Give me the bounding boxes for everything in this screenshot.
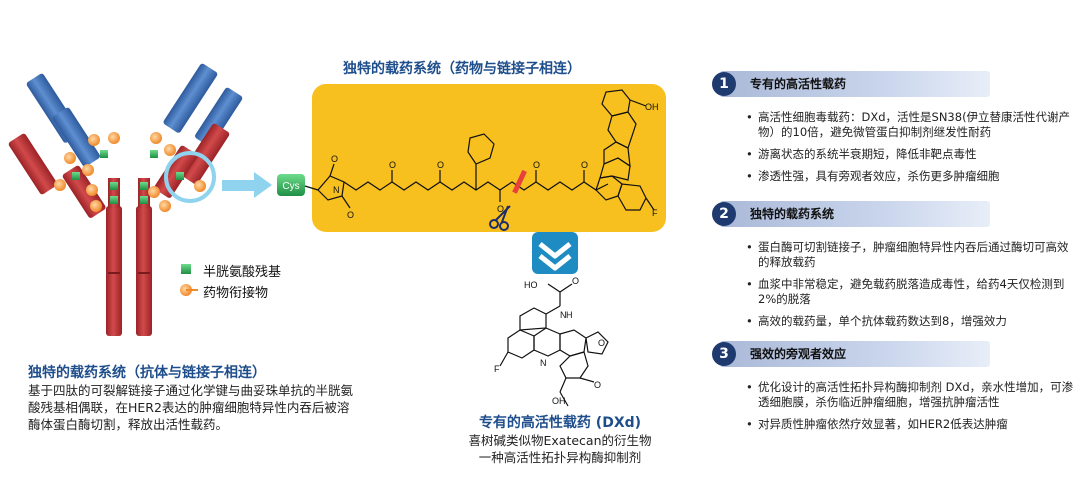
section-1-title: 专有的高活性载药 — [720, 71, 990, 97]
linker-structure — [304, 89, 655, 211]
light-chain-left-inner — [52, 107, 100, 167]
section-3-bullet-1: 优化设计的高活性拓扑异构酶抑制剂 DXd，亲水性增加，可渗透细胞膜，杀伤临近肿瘤… — [746, 380, 1076, 410]
section-2-bullets: 蛋白酶可切割链接子，肿瘤细胞特异性内吞后通过酶切可高效的释放载药 血浆中非常稳定… — [744, 240, 1076, 336]
section-1-bullets: 高活性细胞毒载药：DXd，活性是SN38(伊立替康活性代谢产物）的10倍，避免微… — [744, 110, 1076, 191]
chem-label-o6: O — [533, 160, 540, 170]
chem-label-o1: O — [331, 154, 338, 164]
dxd-label-n2: N — [540, 358, 547, 368]
dxd-label-o1: O — [572, 276, 579, 286]
heavy-chain-stem-right — [136, 206, 152, 336]
dxd-structure — [499, 283, 609, 407]
section-1-badge: 1 — [712, 72, 736, 96]
feature-section-2: 独特的载药系统 2 蛋白酶可切割链接子，肿瘤细胞特异性内吞后通过酶切可高效的释放… — [712, 200, 1069, 340]
light-chain-right-outer — [163, 63, 218, 133]
chem-label-o5: O — [497, 204, 504, 214]
heavy-chain-arm-right-outer — [180, 123, 230, 185]
chem-label-o7: O — [581, 160, 588, 170]
dxd-label-o2: O — [598, 338, 605, 348]
chem-label-oh: OH — [645, 102, 659, 112]
section-2-bullet-1: 蛋白酶可切割链接子，肿瘤细胞特异性内吞后通过酶切可高效的释放载药 — [746, 240, 1076, 270]
antibody-illustration — [8, 63, 243, 336]
left-caption-line-2: 酸残基相偶联，在HER2表达的肿瘤细胞特异性内吞后被溶 — [28, 400, 350, 415]
section-1-bullet-3: 渗透性强，具有旁观者效应，杀伤更多肿瘤细胞 — [746, 169, 1076, 184]
arrow-to-linker — [222, 172, 272, 198]
legend-payload-label: 药物衔接物 — [203, 286, 269, 301]
dxd-label-f: F — [494, 364, 500, 374]
top-title: 独特的载药系统（药物与链接子相连） — [343, 61, 581, 77]
payload-caption-line-1: 喜树碱类似物Exatecan的衍生物 — [468, 433, 652, 448]
left-caption: 独特的载药系统（抗体与链接子相连） 基于四肽的可裂解链接子通过化学键与曲妥珠单抗… — [28, 362, 428, 433]
section-3-bullet-2: 对异质性肿瘤依然疗效显著，如HER2低表达肿瘤 — [746, 417, 1076, 432]
section-2-bullet-3: 高效的载药量，单个抗体载药数达到8，增强效力 — [746, 314, 1076, 329]
light-chain-right-inner — [195, 87, 243, 147]
feature-panel: 专有的高活性载药 1 高活性细胞毒载药：DXd，活性是SN38(伊立替康活性代谢… — [712, 70, 1073, 465]
dxd-label-ho: HO — [524, 280, 538, 290]
legend-cysteine-label: 半胱氨酸残基 — [203, 265, 282, 280]
cys-box — [277, 174, 305, 196]
scissors-icon — [489, 205, 511, 231]
section-1-bullet-2: 游离状态的系统半衰期短，降低非靶点毒性 — [746, 147, 1076, 162]
payload-caption: 专有的高活性载药 (DXd) 喜树碱类似物Exatecan的衍生物 一种高活性拓… — [440, 412, 680, 466]
chem-label-n1: N — [333, 185, 340, 195]
dxd-label-o3: O — [594, 380, 601, 390]
cys-label: Cys — [282, 181, 299, 192]
section-2-title: 独特的载药系统 — [720, 201, 990, 227]
section-2-bullet-2: 血浆中非常稳定，避免载药脱落造成毒性，给药4天仅检测到2%的脱落 — [746, 277, 1076, 307]
heavy-chain-arm-left-outer — [8, 133, 58, 195]
payload-caption-line-2: 一种高活性拓扑异构酶抑制剂 — [478, 450, 642, 465]
payload-caption-title: 专有的高活性载药 (DXd) — [478, 415, 642, 431]
left-caption-line-1: 基于四肽的可裂解链接子通过化学键与曲妥珠单抗的半胱氨 — [28, 383, 354, 398]
dxd-label-oh: OH — [552, 396, 566, 406]
heavy-chain-arm-right-inner — [154, 145, 198, 198]
cysteine-residue-markers — [72, 150, 184, 204]
chem-label-o4: O — [437, 160, 444, 170]
section-2-badge: 2 — [712, 202, 736, 226]
highlight-circle — [164, 151, 216, 203]
feature-section-3: 强效的旁观者效应 3 优化设计的高活性拓扑异构酶抑制剂 DXd，亲水性增加，可渗… — [712, 340, 1073, 465]
chevron-down-icon — [532, 232, 578, 274]
dxd-label-h: H — [566, 310, 573, 320]
dxd-label-n: N — [560, 310, 567, 320]
payload-markers — [54, 132, 206, 212]
section-3-badge: 3 — [712, 342, 736, 366]
heavy-chain-stem-left — [106, 206, 122, 336]
chem-label-o2: O — [347, 210, 354, 220]
section-3-title: 强效的旁观者效应 — [720, 341, 990, 367]
left-caption-title: 独特的载药系统（抗体与链接子相连） — [28, 365, 266, 381]
section-1-bullet-1: 高活性细胞毒载药：DXd，活性是SN38(伊立替康活性代谢产物）的10倍，避免微… — [746, 110, 1076, 140]
chem-label-f: F — [652, 208, 658, 218]
section-3-bullets: 优化设计的高活性拓扑异构酶抑制剂 DXd，亲水性增加，可渗透细胞膜，杀伤临近肿瘤… — [744, 380, 1076, 439]
feature-section-1: 专有的高活性载药 1 高活性细胞毒载药：DXd，活性是SN38(伊立替康活性代谢… — [712, 70, 1070, 200]
left-caption-line-3: 酶体蛋白酶切割，释放出活性载药。 — [28, 417, 229, 432]
legend-green-square — [181, 264, 191, 274]
chem-label-o3: O — [389, 160, 396, 170]
